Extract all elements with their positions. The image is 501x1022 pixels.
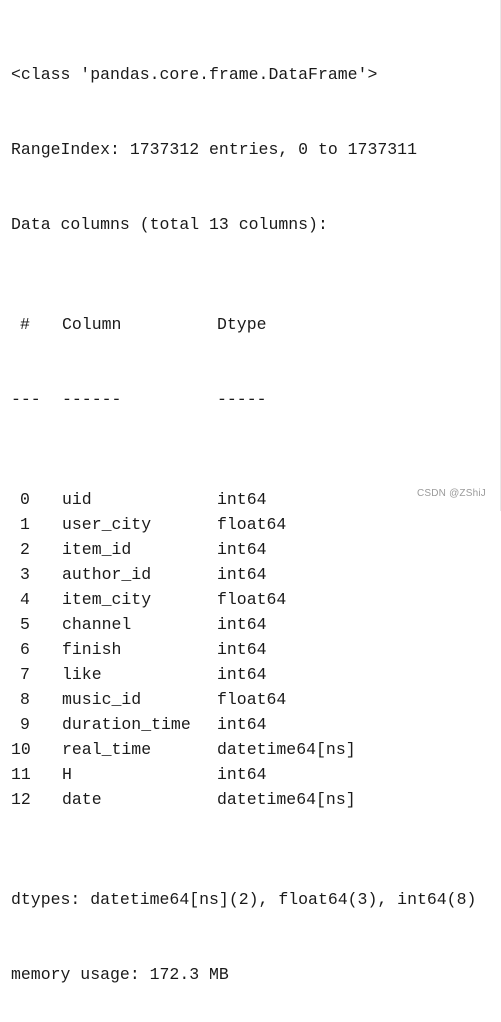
column-name: duration_time (62, 715, 191, 734)
column-index: 0 (20, 490, 30, 509)
column-row: 12 date datetime64[ns] (11, 787, 496, 812)
column-index: 10 (11, 740, 31, 759)
column-index: 7 (20, 665, 30, 684)
header-column: Column (62, 315, 122, 334)
column-index: 11 (11, 765, 31, 784)
column-dtype: int64 (217, 540, 267, 559)
column-row: 2 item_id int64 (11, 537, 496, 562)
column-row: 8 music_id float64 (11, 687, 496, 712)
column-name: H (62, 765, 72, 784)
column-table-separator: --- ------ ----- (11, 387, 496, 412)
column-row: 6 finish int64 (11, 637, 496, 662)
dtypes-line: dtypes: datetime64[ns](2), float64(3), i… (11, 890, 477, 909)
column-dtype: int64 (217, 640, 267, 659)
header-index: # (20, 315, 30, 334)
column-name: author_id (62, 565, 152, 584)
column-name: user_city (62, 515, 152, 534)
header-dtype: Dtype (217, 315, 267, 334)
column-dtype: int64 (217, 490, 267, 509)
column-index: 3 (20, 565, 30, 584)
column-name: date (62, 790, 102, 809)
column-row: 1 user_city float64 (11, 512, 496, 537)
column-row: 10 real_time datetime64[ns] (11, 737, 496, 762)
column-row: 5 channel int64 (11, 612, 496, 637)
notebook-output-cell: <class 'pandas.core.frame.DataFrame'> Ra… (11, 0, 501, 984)
column-row: 7 like int64 (11, 662, 496, 687)
watermark: CSDN @ZShiJ (416, 488, 486, 499)
separator-column: ------ (62, 390, 122, 409)
column-name: uid (62, 490, 92, 509)
column-index: 8 (20, 690, 30, 709)
column-table-header: # Column Dtype (11, 312, 496, 337)
column-name: item_city (62, 590, 152, 609)
column-row: 3 author_id int64 (11, 562, 496, 587)
column-dtype: int64 (217, 665, 267, 684)
column-index: 5 (20, 615, 30, 634)
column-name: item_id (62, 540, 132, 559)
memory-usage-line: memory usage: 172.3 MB (11, 965, 229, 984)
column-dtype: datetime64[ns] (217, 740, 356, 759)
column-dtype: int64 (217, 565, 267, 584)
column-row: 4 item_city float64 (11, 587, 496, 612)
column-index: 1 (20, 515, 30, 534)
column-row: 9 duration_time int64 (11, 712, 496, 737)
column-dtype: int64 (217, 765, 267, 784)
column-dtype: int64 (217, 715, 267, 734)
class-line: <class 'pandas.core.frame.DataFrame'> (11, 65, 378, 84)
column-name: channel (62, 615, 132, 634)
column-index: 9 (20, 715, 30, 734)
column-index: 12 (11, 790, 31, 809)
column-index: 2 (20, 540, 30, 559)
column-index: 4 (20, 590, 30, 609)
column-dtype: float64 (217, 515, 287, 534)
separator-index: --- (11, 390, 41, 409)
column-dtype: float64 (217, 690, 287, 709)
range-index-line: RangeIndex: 1737312 entries, 0 to 173731… (11, 140, 417, 159)
column-name: real_time (62, 740, 152, 759)
separator-dtype: ----- (217, 390, 267, 409)
dataframe-info-output: <class 'pandas.core.frame.DataFrame'> Ra… (11, 12, 496, 1022)
column-name: finish (62, 640, 122, 659)
column-name: music_id (62, 690, 142, 709)
column-dtype: float64 (217, 590, 287, 609)
data-columns-line: Data columns (total 13 columns): (11, 215, 328, 234)
column-dtype: int64 (217, 615, 267, 634)
column-row: 0 uid int64 (11, 487, 496, 512)
column-dtype: datetime64[ns] (217, 790, 356, 809)
column-index: 6 (20, 640, 30, 659)
column-name: like (62, 665, 102, 684)
